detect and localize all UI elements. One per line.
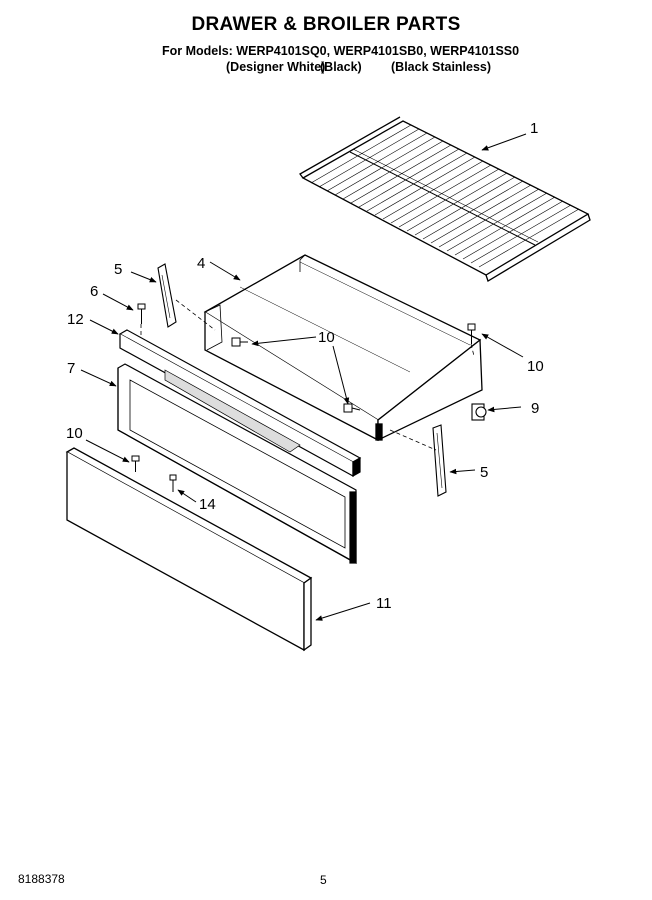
models-line: For Models: WERP4101SQ0, WERP4101SB0, WE… <box>162 44 520 58</box>
screw-front <box>131 455 140 472</box>
variant-black: (Black) <box>320 60 362 74</box>
callout-7: 7 <box>67 360 75 377</box>
variant-designer-white: (Designer White) <box>226 60 326 74</box>
slide-left <box>157 263 177 328</box>
callout-10-middle: 10 <box>318 329 335 346</box>
callout-9: 9 <box>531 400 539 417</box>
callout-12: 12 <box>67 311 84 328</box>
callout-10-front: 10 <box>66 425 83 442</box>
document-number: 8188378 <box>18 872 65 886</box>
screw-left <box>231 337 248 347</box>
glide <box>471 403 487 421</box>
callout-14: 14 <box>199 496 216 513</box>
callout-5-right: 5 <box>480 464 488 481</box>
screw-right <box>467 323 476 344</box>
screw-top <box>137 303 146 324</box>
page-title: DRAWER & BROILER PARTS <box>191 14 461 35</box>
oven-rack <box>299 116 591 282</box>
callout-5-left: 5 <box>114 261 122 278</box>
page-number: 5 <box>320 873 327 887</box>
callout-10-right: 10 <box>527 358 544 375</box>
drawer-body <box>203 254 483 442</box>
callout-11: 11 <box>376 595 392 612</box>
callout-4: 4 <box>197 255 205 272</box>
pin <box>169 474 177 492</box>
trim-strip <box>118 329 362 478</box>
variant-black-stainless: (Black Stainless) <box>391 60 492 74</box>
slide-right <box>432 424 447 497</box>
callout-6: 6 <box>90 283 98 300</box>
drawer-front <box>117 363 357 565</box>
front-panel <box>65 447 313 652</box>
callout-1: 1 <box>530 120 538 137</box>
